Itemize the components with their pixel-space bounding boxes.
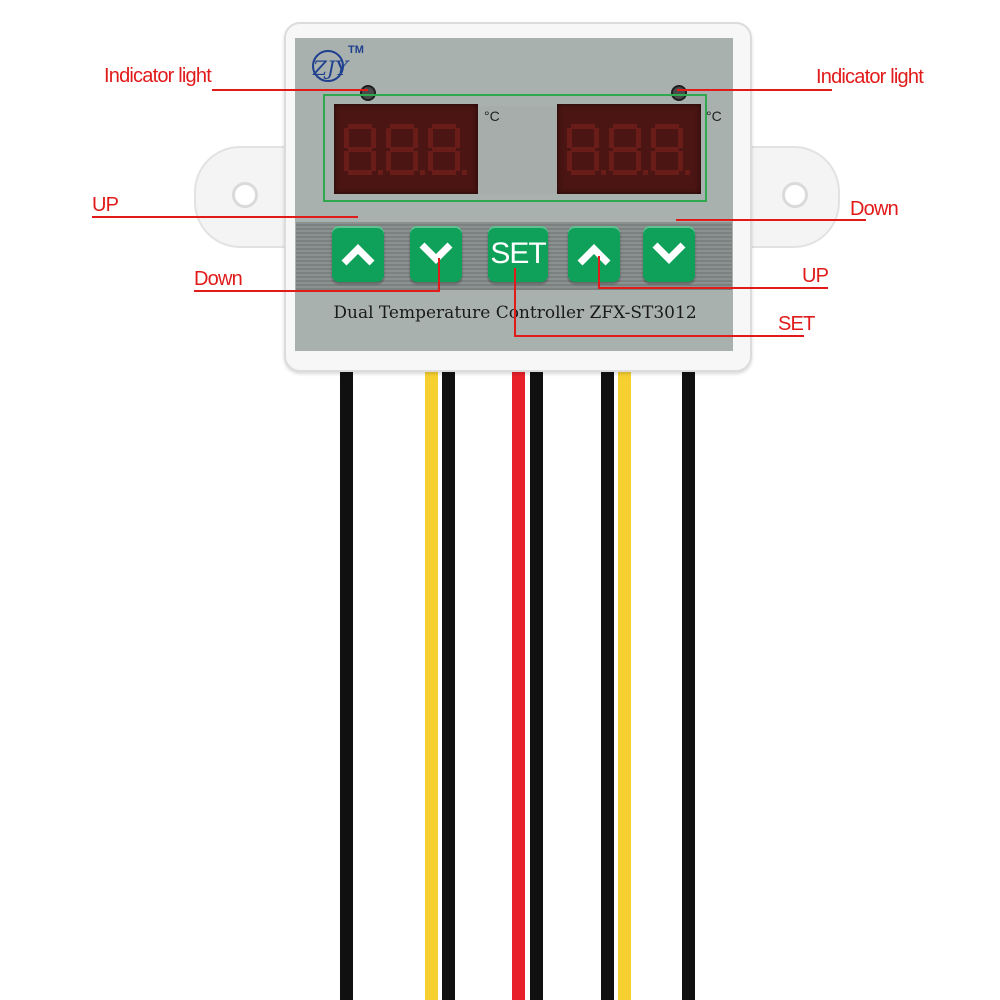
set-button-label: SET [490,237,546,270]
leader-down-left-v [438,258,440,292]
mount-hole-right [782,182,808,208]
mount-hole-left [232,182,258,208]
trademark-mark: TM [348,44,364,56]
wire-black-1 [340,362,353,1000]
leader-set-v [514,268,516,337]
wire-black-5 [682,362,695,1000]
leader-down-left-h [194,290,440,292]
brand-logo: ZJY [308,44,352,84]
down-arrow-icon [419,242,453,264]
logo-text: ZJY [312,56,350,80]
leader-indicator-left-h [212,89,368,91]
leader-set-h [514,335,804,337]
callout-set: SET [778,313,815,335]
callout-down-right: Down [850,198,899,220]
display-left [334,104,478,194]
leader-up-left [92,216,358,218]
wire-black-4 [601,362,614,1000]
display-frame [323,94,707,202]
up-button-left[interactable] [332,226,384,282]
unit-label-right: °C [706,108,722,124]
up-arrow-icon [577,244,611,266]
wire-black-2 [442,362,455,1000]
seven-segment-digits-left [344,124,467,175]
down-button-right[interactable] [643,226,695,282]
leader-down-right [676,219,866,221]
callout-down-left: Down [194,268,243,290]
up-arrow-icon [341,244,375,266]
wire-black-3 [530,362,543,1000]
logo-icon: ZJY [312,50,350,82]
leader-up-right-h [598,287,828,289]
wire-yellow-1 [425,362,438,1000]
callout-indicator-right: Indicator light [816,66,924,88]
wire-yellow-2 [618,362,631,1000]
display-divider-window [479,106,557,194]
set-button[interactable]: SET [488,226,548,282]
leader-up-right-v [598,256,600,289]
display-right [557,104,701,194]
unit-label-left: °C [484,108,500,124]
callout-up-left: UP [92,194,119,216]
wire-red [512,362,525,1000]
up-button-right[interactable] [568,226,620,282]
down-button-left[interactable] [410,226,462,282]
callout-up-right: UP [802,265,829,287]
down-arrow-icon [652,242,686,264]
seven-segment-digits-right [567,124,690,175]
leader-indicator-right-h [677,89,832,91]
callout-indicator-left: Indicator light [104,65,212,87]
